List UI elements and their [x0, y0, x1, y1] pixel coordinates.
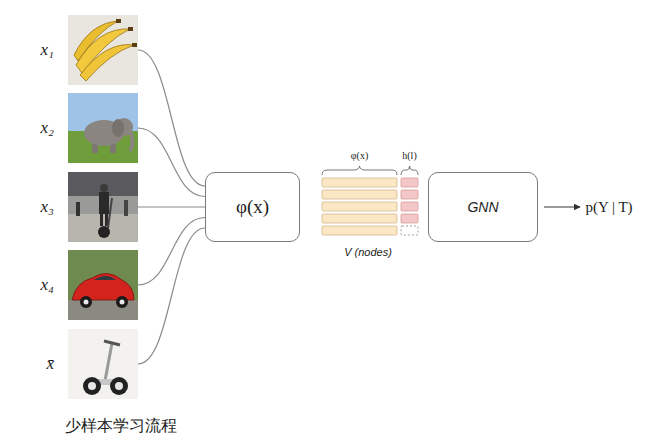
brace [401, 166, 418, 175]
banana-stem [132, 43, 137, 47]
banana-stem [128, 27, 133, 31]
input-label: x̄ [46, 354, 54, 374]
image-node: x̄ [68, 329, 138, 399]
elephant-photo [68, 93, 138, 163]
person-body [99, 192, 109, 214]
wheel [83, 377, 101, 395]
hubcap [115, 382, 123, 390]
label-cell [401, 202, 418, 211]
image-node: x₂ [68, 93, 138, 163]
feature-bar [322, 178, 397, 187]
node-matrix: φ(x) h(l) V (nodes) [318, 150, 422, 262]
car-body [72, 273, 134, 300]
figure-caption: 少样本学习流程 [65, 416, 177, 437]
wheel [80, 296, 92, 308]
car-photo [68, 250, 138, 320]
wheel [98, 226, 110, 238]
image-node: x₄ [68, 250, 138, 320]
gnn-box: GNN [428, 172, 538, 242]
input-label: x₃ [41, 197, 54, 217]
feature-label: φ(x) [351, 150, 368, 162]
banana-stem [116, 19, 121, 23]
bystander [124, 200, 128, 216]
feature-bar [322, 214, 397, 223]
input-label: x₄ [41, 275, 54, 295]
photo-ground [68, 329, 138, 399]
feature-bar [322, 202, 397, 211]
elephant-ear [112, 119, 124, 137]
brace [322, 166, 397, 175]
box-label: φ(x) [236, 196, 269, 218]
hubcap [88, 382, 96, 390]
pavement [68, 214, 138, 242]
input-line [138, 218, 205, 286]
bystander [76, 202, 80, 216]
label-label: h(l) [402, 150, 416, 162]
segway-handle [104, 341, 120, 345]
input-label: x₂ [41, 118, 54, 138]
street-photo [68, 172, 138, 242]
output-label: p(Y | T) [585, 199, 632, 216]
wheel [116, 296, 128, 308]
photo-ground [68, 15, 138, 85]
car-window [94, 276, 116, 280]
box-label: GNN [467, 199, 498, 215]
unknown-label-cell [401, 226, 418, 235]
label-cell [401, 178, 418, 187]
segway-pole [108, 198, 112, 228]
feature-bar [322, 190, 397, 199]
banana [76, 29, 130, 73]
image-node: x₃ [68, 172, 138, 242]
image-node: x₁ [68, 15, 138, 85]
photo-ground [68, 250, 138, 320]
elephant-body [84, 120, 124, 146]
banana [80, 45, 134, 81]
person-leg [100, 214, 103, 226]
input-line [138, 228, 205, 364]
segway-photo [68, 329, 138, 399]
hubcap [120, 300, 125, 305]
segway-pole [105, 343, 112, 381]
banana-photo [68, 15, 138, 85]
hubcap [84, 300, 89, 305]
label-cell [401, 214, 418, 223]
node-set-label: V (nodes) [344, 246, 392, 259]
input-line [138, 50, 205, 186]
input-line [138, 128, 205, 197]
input-label: x₁ [41, 40, 54, 60]
embedding-box: φ(x) [205, 172, 300, 242]
photo-ground [68, 172, 138, 242]
feature-bar [322, 226, 397, 235]
flow-arrow [544, 207, 580, 208]
label-cell [401, 190, 418, 199]
input-line [138, 206, 205, 207]
elephant-trunk [130, 131, 133, 151]
feature-bars [322, 178, 418, 235]
wheel [110, 377, 128, 395]
output-node: p(Y | T) [583, 197, 635, 218]
person-head [100, 184, 108, 192]
